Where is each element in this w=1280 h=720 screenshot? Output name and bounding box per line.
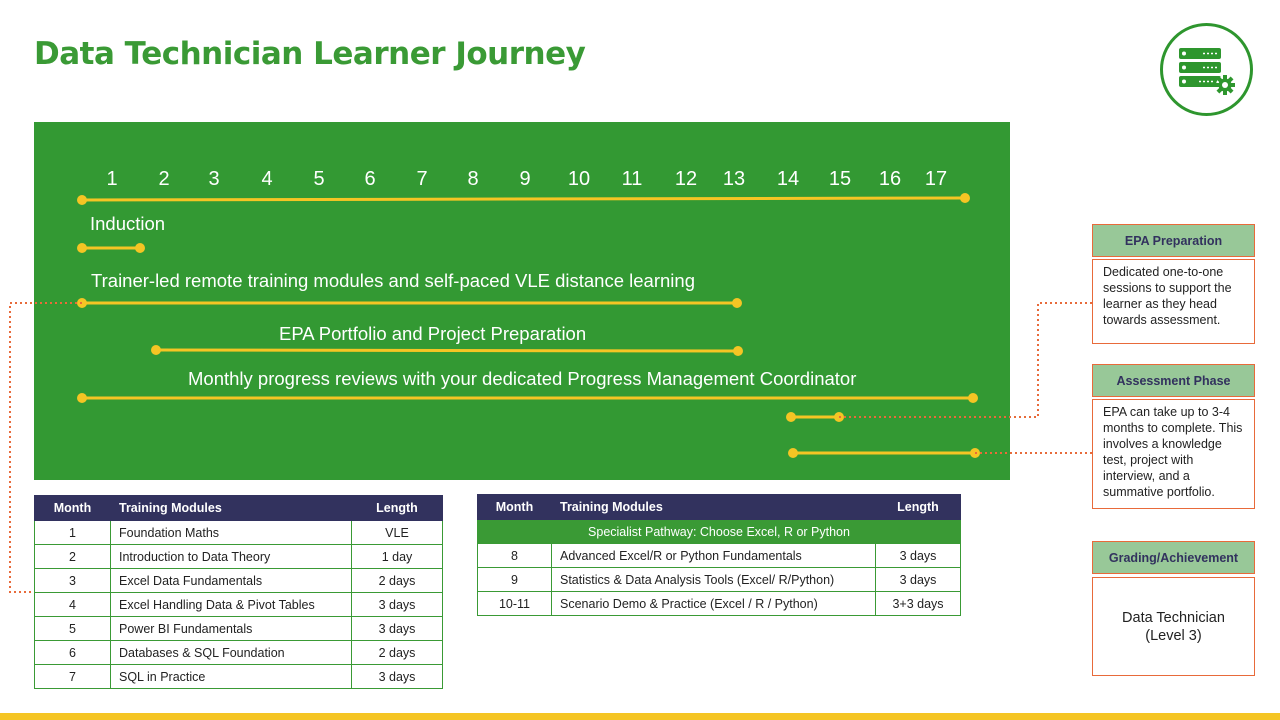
- col-length: Length: [351, 495, 443, 521]
- col-length: Length: [875, 494, 961, 520]
- month-label: 2: [158, 168, 170, 190]
- module-cell: Foundation Maths: [110, 520, 352, 545]
- module-cell: Introduction to Data Theory: [110, 544, 352, 569]
- month-label: 9: [519, 168, 531, 190]
- modules-table-right: Month Training Modules Length Specialist…: [477, 494, 961, 616]
- training-label: Trainer-led remote training modules and …: [91, 270, 695, 291]
- grading-line2: (Level 3): [1145, 627, 1202, 644]
- month-axis-line: [81, 196, 966, 202]
- month-label: 15: [828, 168, 852, 190]
- month-label: 7: [416, 168, 428, 190]
- epa-prep-text: Dedicated one-to-one sessions to support…: [1092, 259, 1255, 344]
- pathway-note: Specialist Pathway: Choose Excel, R or P…: [477, 519, 961, 544]
- month-label: 13: [722, 168, 746, 190]
- length-cell: 3 days: [875, 543, 961, 568]
- table-header-row: Month Training Modules Length: [477, 494, 961, 520]
- epa-prep-title: EPA Preparation: [1092, 224, 1255, 257]
- month-label: 12: [674, 168, 698, 190]
- month-label: 6: [364, 168, 376, 190]
- portfolio-label: EPA Portfolio and Project Preparation: [279, 323, 587, 344]
- server-gear-icon: [1179, 48, 1235, 95]
- month-label: 11: [621, 168, 643, 190]
- month-cell: 4: [34, 592, 111, 617]
- length-cell: 3 days: [875, 567, 961, 592]
- assessment-title: Assessment Phase: [1092, 364, 1255, 397]
- bottom-accent-bar: [0, 713, 1280, 720]
- length-cell: 3 days: [351, 592, 443, 617]
- axis-end-dot: [960, 193, 970, 203]
- month-label: 1: [106, 168, 118, 190]
- month-label: 17: [924, 168, 948, 190]
- logo: [1160, 23, 1253, 116]
- reviews-label: Monthly progress reviews with your dedic…: [188, 368, 857, 389]
- month-label: 4: [261, 168, 273, 190]
- module-cell: Databases & SQL Foundation: [110, 640, 352, 665]
- month-cell: 5: [34, 616, 111, 641]
- month-cell: 3: [34, 568, 111, 593]
- month-cell: 7: [34, 664, 111, 689]
- month-label: 10: [567, 168, 591, 190]
- induction-label: Induction: [90, 213, 166, 234]
- grading-title: Grading/Achievement: [1092, 541, 1255, 574]
- month-cell: 8: [477, 543, 552, 568]
- col-modules: Training Modules: [551, 494, 876, 520]
- module-cell: Scenario Demo & Practice (Excel / R / Py…: [551, 591, 876, 616]
- page-title: Data Technician Learner Journey: [34, 36, 586, 72]
- assessment-text: EPA can take up to 3-4 months to complet…: [1092, 399, 1255, 509]
- month-cell: 2: [34, 544, 111, 569]
- month-cell: 6: [34, 640, 111, 665]
- month-label: 14: [776, 168, 800, 190]
- month-cell: 9: [477, 567, 552, 592]
- length-cell: VLE: [351, 520, 443, 545]
- month-label: 5: [313, 168, 325, 190]
- module-cell: Excel Data Fundamentals: [110, 568, 352, 593]
- length-cell: 2 days: [351, 568, 443, 593]
- grading-line1: Data Technician: [1122, 609, 1225, 626]
- length-cell: 3+3 days: [875, 591, 961, 616]
- month-label: 16: [878, 168, 902, 190]
- module-cell: Excel Handling Data & Pivot Tables: [110, 592, 352, 617]
- col-month: Month: [477, 494, 552, 520]
- module-cell: Statistics & Data Analysis Tools (Excel/…: [551, 567, 876, 592]
- grading-box: Data Technician (Level 3): [1092, 577, 1255, 676]
- module-cell: SQL in Practice: [110, 664, 352, 689]
- portfolio-bar: [155, 348, 739, 353]
- table-header-row: Month Training Modules Length: [34, 495, 443, 521]
- month-label: 3: [208, 168, 220, 190]
- month-label: 8: [467, 168, 479, 190]
- length-cell: 2 days: [351, 640, 443, 665]
- module-cell: Advanced Excel/R or Python Fundamentals: [551, 543, 876, 568]
- axis-start-dot: [77, 195, 87, 205]
- month-cell: 10-11: [477, 591, 552, 616]
- module-cell: Power BI Fundamentals: [110, 616, 352, 641]
- col-modules: Training Modules: [110, 495, 352, 521]
- length-cell: 3 days: [351, 616, 443, 641]
- pathway-row: Specialist Pathway: Choose Excel, R or P…: [477, 519, 961, 544]
- month-cell: 1: [34, 520, 111, 545]
- length-cell: 3 days: [351, 664, 443, 689]
- col-month: Month: [34, 495, 111, 521]
- length-cell: 1 day: [351, 544, 443, 569]
